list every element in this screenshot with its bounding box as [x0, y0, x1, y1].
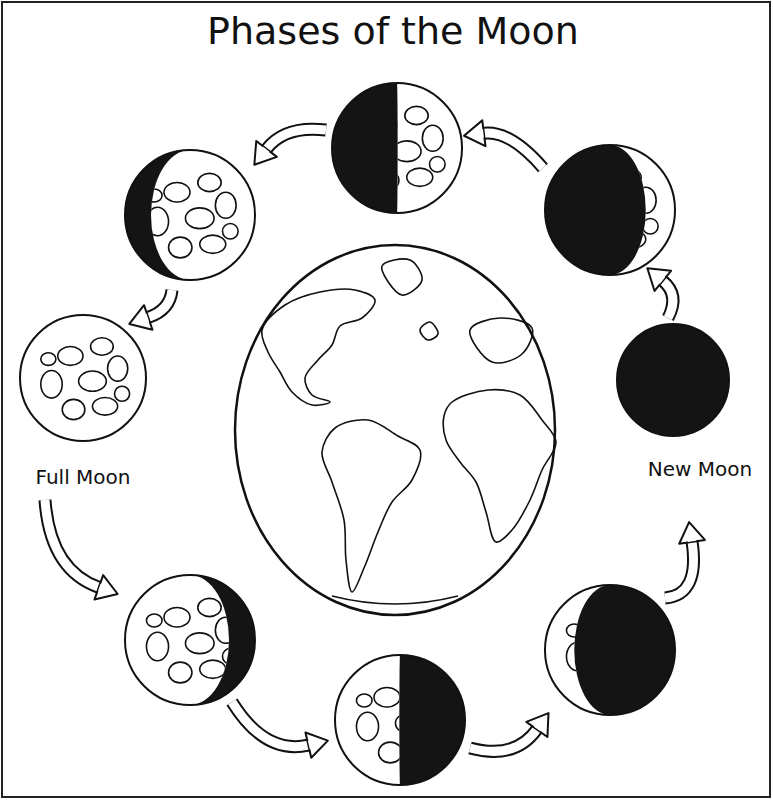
cycle-arrow: [464, 120, 543, 168]
moon-phase: [125, 575, 255, 705]
cycle-arrow: [129, 290, 172, 330]
moon-phase: [332, 83, 462, 213]
diagram-title: Phases of the Moon: [204, 10, 582, 54]
moon-phase: [125, 150, 255, 280]
cycle-arrow: [665, 522, 705, 598]
cycle-arrow: [254, 129, 326, 165]
phase-label: Full Moon: [33, 466, 134, 489]
moon-phase: [335, 655, 465, 785]
cycle-arrow: [45, 500, 118, 600]
cycle-arrow: [232, 702, 328, 758]
moon-phase: [20, 315, 146, 441]
moon-phase: [617, 324, 729, 436]
moon-phase: [545, 585, 675, 715]
cycle-arrow: [647, 268, 673, 318]
cycle-arrow: [470, 713, 548, 751]
phase-label: New Moon: [645, 458, 755, 481]
moon-phase: [545, 145, 675, 275]
earth: [235, 245, 556, 615]
